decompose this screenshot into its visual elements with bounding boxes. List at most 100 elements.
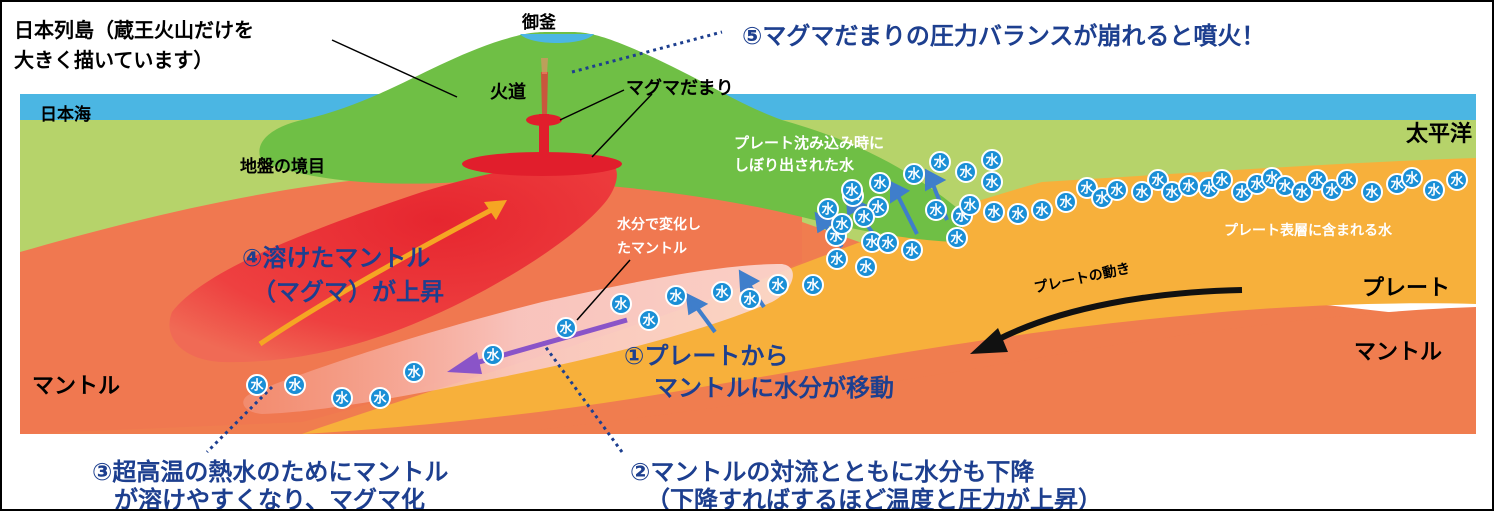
water-marker: 水 <box>1211 169 1233 191</box>
svg-text:水: 水 <box>806 278 820 294</box>
water-marker: 水 <box>369 387 391 409</box>
water-move-label-1: ①プレートから <box>624 342 789 370</box>
svg-text:水: 水 <box>933 155 947 171</box>
svg-text:水: 水 <box>407 365 421 381</box>
subduction-water-label-2: しぼり出された水 <box>734 156 855 174</box>
svg-text:水: 水 <box>743 292 757 308</box>
conduit-lower <box>539 114 549 166</box>
water-marker: 水 <box>853 206 875 228</box>
water-marker: 水 <box>1274 175 1296 197</box>
water-marker: 水 <box>331 387 353 409</box>
water-marker: 水 <box>1131 181 1153 203</box>
water-marker: 水 <box>1007 203 1029 225</box>
svg-text:水: 水 <box>250 378 264 394</box>
svg-text:水: 水 <box>1110 183 1124 199</box>
lower-mantle <box>502 307 1476 434</box>
water-marker: 水 <box>555 317 577 339</box>
japan-islands-label-2: 大きく描いています） <box>14 48 214 72</box>
svg-text:水: 水 <box>1135 185 1149 201</box>
svg-text:水: 水 <box>907 167 921 183</box>
water-marker: 水 <box>1147 169 1169 191</box>
svg-text:水: 水 <box>288 378 302 394</box>
subducting-plate <box>302 158 1476 434</box>
svg-text:水: 水 <box>881 236 895 252</box>
svg-text:水: 水 <box>1295 185 1309 201</box>
svg-text:水: 水 <box>835 217 849 233</box>
hot-water-label-2: が溶けやすくなり、マグマ化 <box>114 486 426 511</box>
water-markers: 水水水水水水水水水水水水水水水水水水水水水水水水水水水水水水水水水水水水水水水水… <box>246 149 1468 409</box>
plate-surface-water-label: プレート表層に含まれる水 <box>1224 223 1392 239</box>
water-marker: 水 <box>1423 179 1445 201</box>
leader-magma-1 <box>559 89 625 121</box>
mantle-left-label: マントル <box>32 374 121 399</box>
conduit-label: 火道 <box>490 82 526 103</box>
svg-text:水: 水 <box>865 235 879 251</box>
water-marker: 水 <box>831 213 853 235</box>
svg-text:水: 水 <box>871 200 885 216</box>
svg-text:水: 水 <box>1405 171 1419 187</box>
water-marker: 水 <box>1291 181 1313 203</box>
leader-hot-water <box>205 385 274 454</box>
water-marker: 水 <box>638 309 660 331</box>
water-marker: 水 <box>1361 181 1383 203</box>
conduit-fade <box>541 58 548 74</box>
water-marker: 水 <box>901 239 923 261</box>
water-marker: 水 <box>739 288 761 310</box>
svg-text:水: 水 <box>1165 185 1179 201</box>
altered-mantle-label-2: たマントル <box>617 241 687 257</box>
water-marker: 水 <box>877 232 899 254</box>
svg-text:水: 水 <box>950 231 964 247</box>
svg-text:水: 水 <box>821 202 835 218</box>
water-move-label-2: マントルに水分が移動 <box>654 374 894 402</box>
svg-text:水: 水 <box>830 252 844 268</box>
svg-text:水: 水 <box>845 183 859 199</box>
water-marker: 水 <box>959 194 981 216</box>
svg-text:水: 水 <box>1011 207 1025 223</box>
svg-text:水: 水 <box>1182 179 1196 195</box>
svg-text:水: 水 <box>929 203 943 219</box>
svg-text:水: 水 <box>559 321 573 337</box>
svg-text:水: 水 <box>1095 191 1109 207</box>
svg-text:水: 水 <box>771 278 785 294</box>
plate-right-label: プレート <box>1362 276 1451 301</box>
crater-lake <box>520 34 594 43</box>
svg-text:水: 水 <box>614 297 628 313</box>
leader-eruption <box>571 30 723 74</box>
svg-text:水: 水 <box>857 210 871 226</box>
conduit-upper <box>541 72 548 114</box>
plate-motion-arrow <box>970 287 1243 354</box>
water-marker: 水 <box>482 344 504 366</box>
water-marker: 水 <box>284 374 306 396</box>
water-marker: 水 <box>869 172 891 194</box>
svg-text:水: 水 <box>985 175 999 191</box>
magma-rise-arrow <box>258 200 507 347</box>
leader-japan <box>331 39 458 98</box>
svg-text:水: 水 <box>1215 173 1229 189</box>
svg-text:水: 水 <box>1035 203 1049 219</box>
water-marker: 水 <box>903 163 925 185</box>
svg-text:水: 水 <box>1080 181 1094 197</box>
leader-magma-2 <box>591 93 653 158</box>
svg-text:水: 水 <box>335 391 349 407</box>
subduction-water-label-1: プレート沈み込み時に <box>734 134 885 152</box>
svg-text:水: 水 <box>1390 177 1404 193</box>
water-marker: 水 <box>767 274 789 296</box>
convection-label-1: ②マントルの対流とともに水分も下降 <box>630 458 1035 486</box>
water-marker: 水 <box>826 248 848 270</box>
svg-text:水: 水 <box>873 176 887 192</box>
water-marker: 水 <box>1055 191 1077 213</box>
water-marker: 水 <box>925 199 947 221</box>
svg-text:水: 水 <box>905 243 919 259</box>
water-marker: 水 <box>246 374 268 396</box>
svg-text:水: 水 <box>1365 185 1379 201</box>
water-marker: 水 <box>946 227 968 249</box>
svg-text:水: 水 <box>715 285 729 301</box>
svg-text:水: 水 <box>486 348 500 364</box>
mantle-right-label: マントル <box>1354 340 1443 365</box>
magma-chamber-label: マグマだまり <box>626 78 734 99</box>
altered-mantle-label-1: 水分で変化し <box>617 217 701 233</box>
pacific-label: 太平洋 <box>1406 122 1473 147</box>
water-marker: 水 <box>1076 177 1098 199</box>
